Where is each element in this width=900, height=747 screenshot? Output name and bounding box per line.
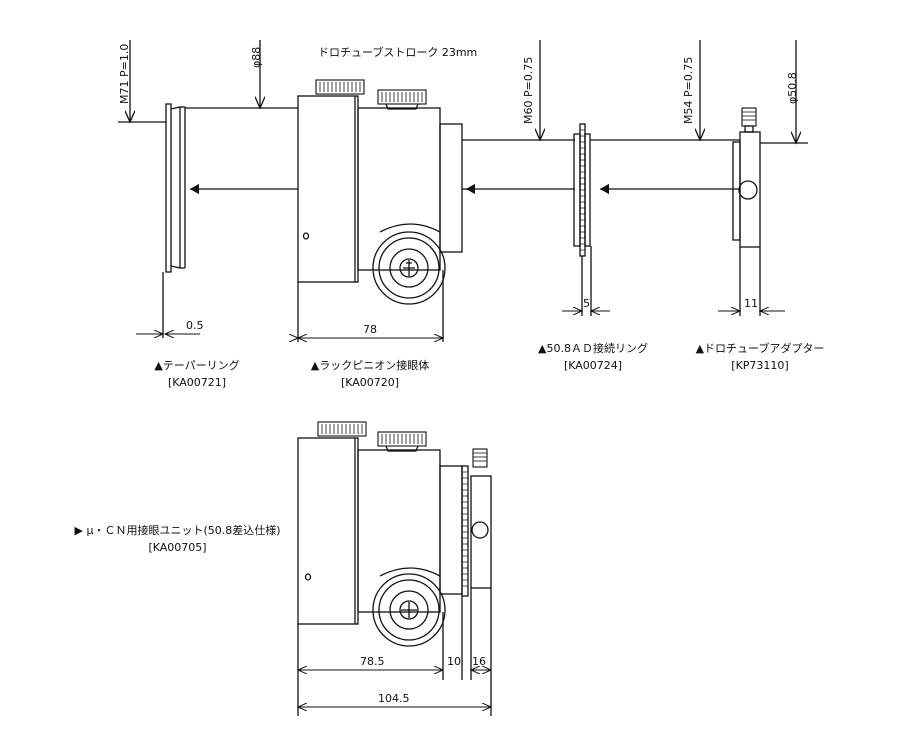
dim-unit-total: 104.5 — [378, 692, 410, 705]
assembly-name: ▶ μ・ＣＮ用接眼ユニット(50.8差込仕様) — [74, 524, 281, 537]
ad-ring-drawing — [462, 40, 592, 316]
dim-taper-offset: 0.5 — [186, 319, 204, 332]
part-name: ▲テーパーリング — [154, 359, 240, 372]
m54-thread-callout: M54 P=0.75 — [682, 56, 695, 124]
dim-rack-body-length: 78 — [363, 323, 377, 336]
assembled-unit-drawing — [297, 421, 492, 716]
assembly-code: [KA00705] — [148, 541, 207, 554]
dim-ad-ring-width: 5 — [583, 297, 590, 310]
part-name: ▲ラックピニオン接眼体 — [310, 359, 430, 372]
m71-thread-callout: M71 P=1.0 — [118, 43, 131, 104]
part-name: ▲50.8ＡＤ接続リング — [538, 342, 648, 355]
part-name: ▲ドロチューブアダプター — [695, 342, 825, 355]
dimension-lines-bottom — [298, 670, 491, 707]
phi508-diameter-callout: φ50.8 — [786, 72, 799, 104]
part-code: [KA00724] — [563, 359, 623, 372]
m71-leader — [118, 40, 166, 122]
part-label-taper-ring: ▲テーパーリング [KA00721] — [127, 357, 267, 389]
drawtube-adapter-drawing — [590, 40, 808, 316]
part-label-drawtube-adapter: ▲ドロチューブアダプター [KP73110] — [680, 340, 840, 372]
drawtube-stroke-label: ドロチューブストローク 23mm — [318, 46, 478, 59]
taper-ring-drawing — [162, 103, 186, 338]
dim-unit-ring: 10 — [447, 655, 461, 668]
part-code: [KA00720] — [340, 376, 400, 389]
assembly-label: ▶ μ・ＣＮ用接眼ユニット(50.8差込仕様) [KA00705] — [60, 522, 295, 554]
dim-adapter-width: 11 — [744, 297, 758, 310]
part-label-ad-ring: ▲50.8ＡＤ接続リング [KA00724] — [523, 340, 663, 372]
part-code: [KA00721] — [167, 376, 227, 389]
dim-unit-body: 78.5 — [360, 655, 385, 668]
rack-pinion-body-drawing — [297, 79, 470, 342]
tube-drawing — [185, 40, 298, 195]
m60-thread-callout: M60 P=0.75 — [522, 56, 535, 124]
phi88-diameter-callout: φ88 — [250, 46, 263, 68]
dim-unit-adapter: 16 — [472, 655, 486, 668]
dimension-lines-top — [136, 311, 785, 338]
part-label-rack-pinion-body: ▲ラックピニオン接眼体 [KA00720] — [300, 357, 440, 389]
part-code: [KP73110] — [731, 359, 789, 372]
